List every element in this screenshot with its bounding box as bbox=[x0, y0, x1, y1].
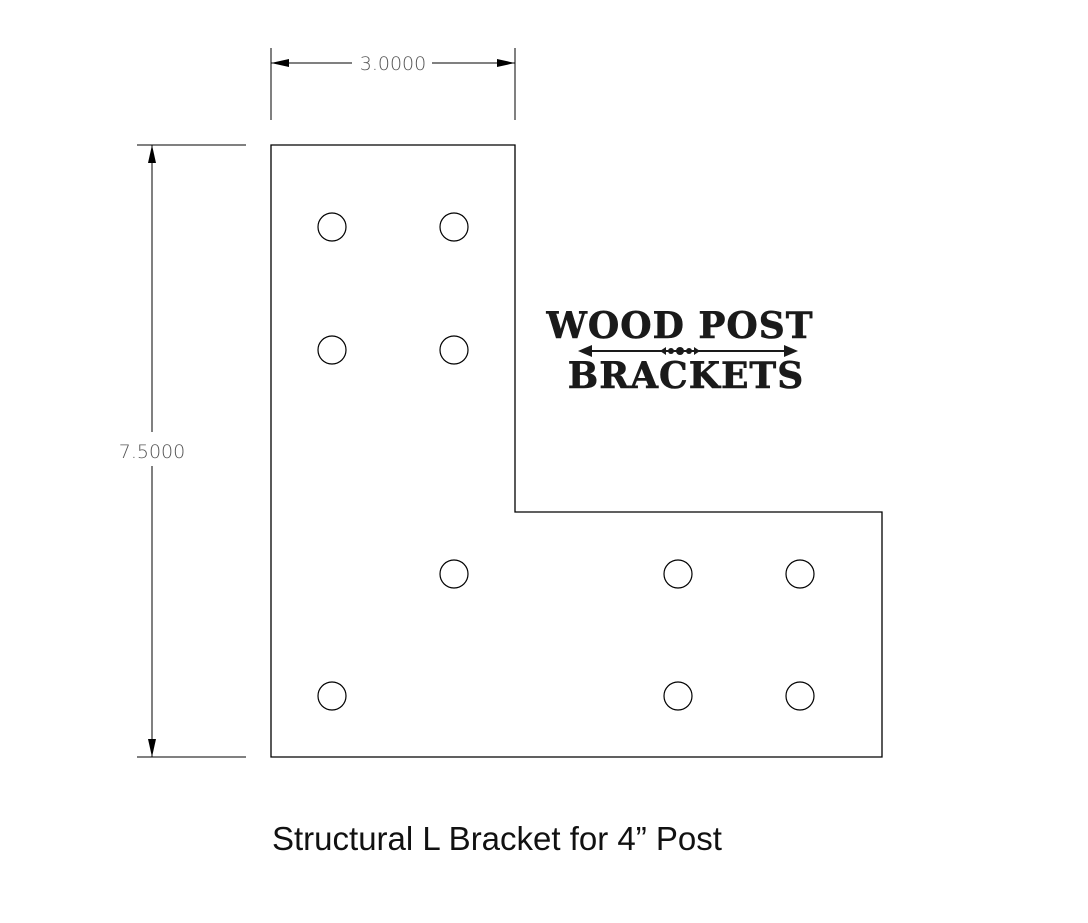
mounting-hole bbox=[785, 681, 815, 711]
bracket-outline bbox=[270, 144, 883, 758]
width-arrow-right bbox=[497, 59, 515, 67]
mounting-hole bbox=[663, 681, 693, 711]
height-arrow-top bbox=[148, 145, 156, 163]
width-arrow-left bbox=[271, 59, 289, 67]
width-dimension bbox=[270, 48, 516, 120]
logo-line-2: BRACKETS bbox=[568, 355, 804, 397]
width-dimension-label: 3.0000 bbox=[360, 53, 426, 75]
mounting-hole bbox=[317, 212, 347, 242]
height-dimension bbox=[137, 144, 246, 758]
logo-ornament bbox=[578, 345, 798, 357]
mounting-hole bbox=[663, 559, 693, 589]
logo-line-1: WOOD POST bbox=[545, 305, 813, 347]
height-dimension-label: 7.5000 bbox=[119, 441, 185, 463]
mounting-hole bbox=[317, 681, 347, 711]
mounting-hole bbox=[439, 335, 469, 365]
mounting-hole bbox=[785, 559, 815, 589]
drawing-caption: Structural L Bracket for 4” Post bbox=[272, 820, 722, 857]
mounting-hole bbox=[439, 212, 469, 242]
mounting-holes bbox=[317, 212, 815, 711]
mounting-hole bbox=[439, 559, 469, 589]
wood-post-brackets-logo: WOOD POST BRACKETS bbox=[545, 305, 813, 398]
height-arrow-bottom bbox=[148, 739, 156, 757]
mounting-hole bbox=[317, 335, 347, 365]
